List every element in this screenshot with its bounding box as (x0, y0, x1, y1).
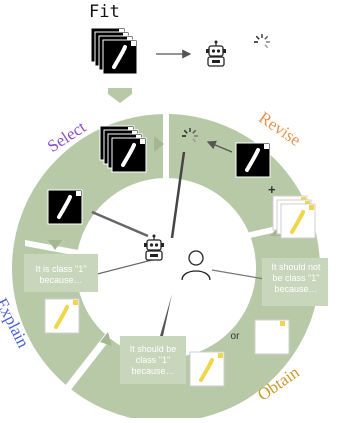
revise-explanation-stack (271, 194, 317, 240)
fit-digit-stack (89, 26, 139, 76)
revise-digit (234, 141, 272, 179)
obtain-negative-bubble (262, 258, 328, 306)
obtain-or-text: or (230, 331, 240, 342)
obtain-empty-map-marker (280, 321, 285, 326)
explain-bubble (24, 254, 98, 292)
obtain-positive-text: It should be class "1" because… (129, 344, 177, 376)
flow-arrow-explain-to-obtain (100, 332, 112, 346)
pointer-to-revise (170, 151, 186, 239)
revise-arrow (206, 140, 233, 153)
obtain-positive-map (188, 350, 226, 388)
ring-gap-bottom-left (50, 328, 116, 409)
flow-arrow-select-to-explain (48, 240, 62, 250)
select-selected-digit (46, 188, 84, 226)
explain-map (43, 297, 81, 335)
flow-arrow-select-to-revise (154, 136, 164, 152)
revise-plus-sign: + (268, 182, 276, 197)
fit-spinner-icon (253, 33, 271, 49)
fit-down-arrow (108, 88, 132, 103)
pointer-to-select (91, 210, 149, 238)
center-user-icon (181, 250, 211, 281)
fit-robot-icon (205, 39, 227, 67)
inner-disc (80, 182, 252, 354)
pointer-to-obtain-negative (211, 269, 271, 281)
fit-title: Fit (89, 2, 120, 22)
explain-text: It is class "1" because… (35, 264, 87, 285)
obtain-negative-text: It should not be class "1" because… (271, 262, 321, 294)
obtain-positive-bubble (120, 336, 186, 384)
